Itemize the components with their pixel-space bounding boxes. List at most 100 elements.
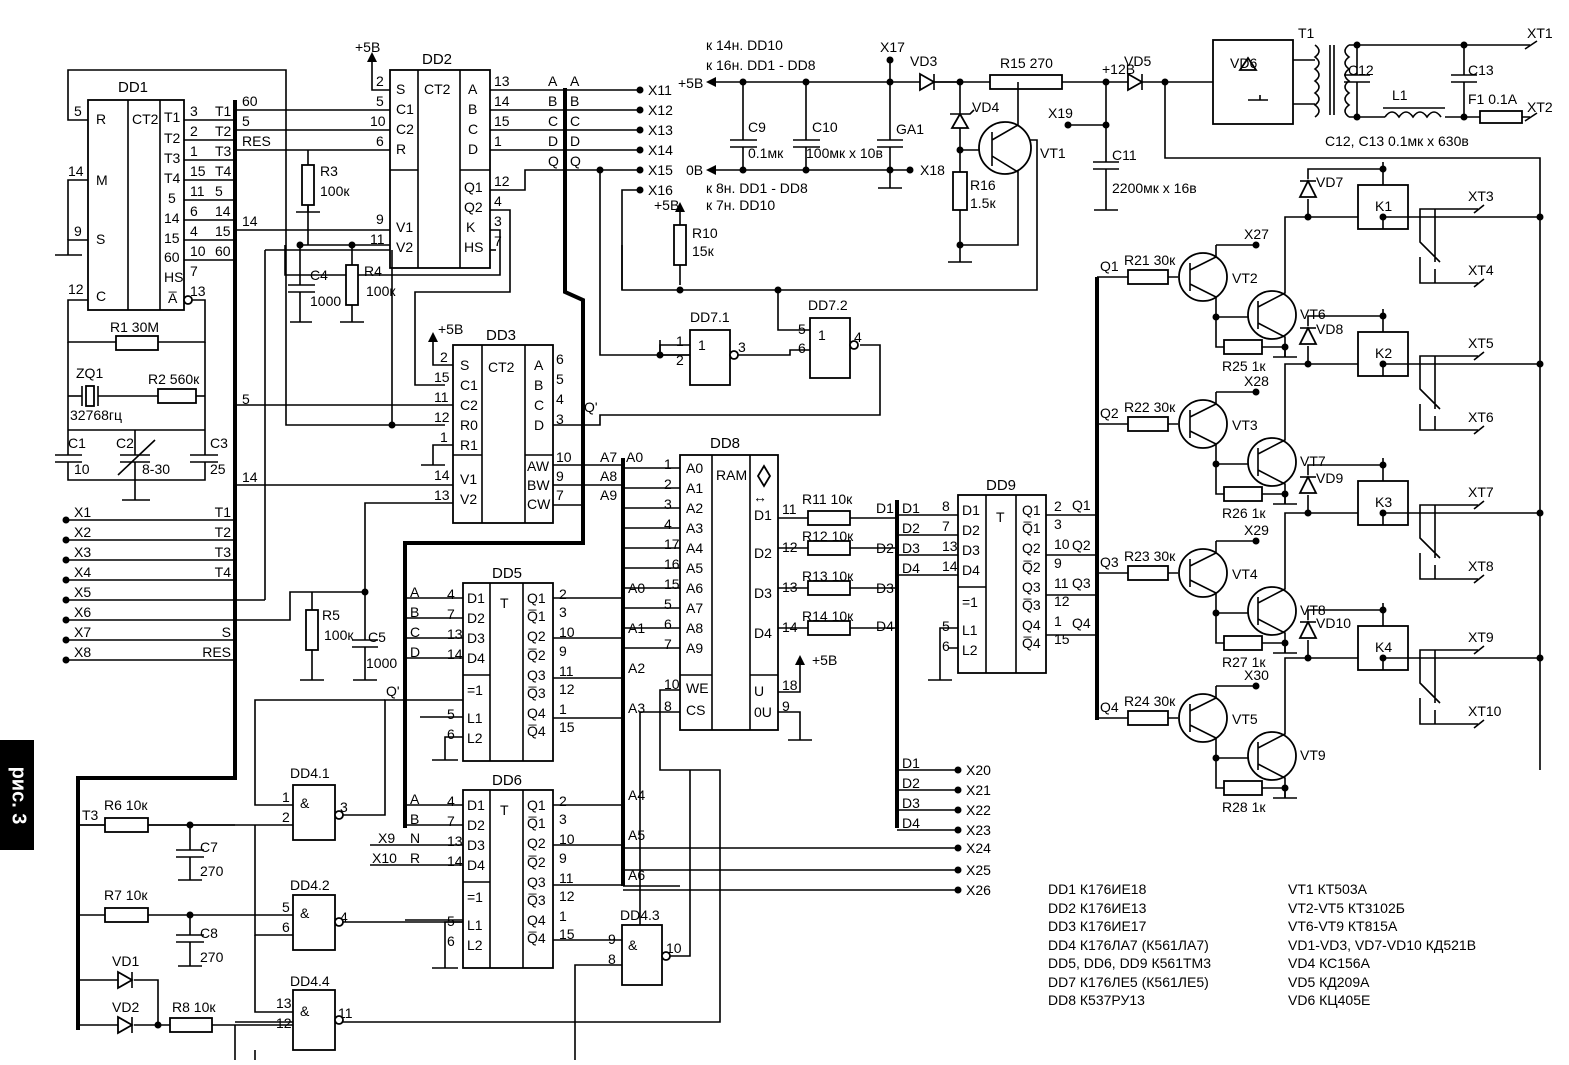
dd6-in-a: A <box>410 791 420 807</box>
ram-5v: +5В <box>812 652 837 668</box>
figure-label-tab: рис. 3 <box>0 740 34 850</box>
dd2-rp4: 12 <box>494 173 510 189</box>
bus-b-l: B <box>548 93 557 109</box>
c2-label: C2 <box>116 435 134 451</box>
dd8-in-4: A4 <box>686 540 703 556</box>
dd9-out-3: Q̅2 <box>1022 559 1041 575</box>
k2-label: K2 <box>1375 345 1392 361</box>
vt1-label: VT1 <box>1040 145 1066 161</box>
t3-in: T3 <box>82 807 99 823</box>
vd10-label: VD10 <box>1316 615 1351 631</box>
dd8-inpin-5: 16 <box>664 556 680 572</box>
dd1-bus-labels: 60 5 RES 14 5 14 T1 T2 T3 T4 5 14 15 60 <box>215 93 271 485</box>
lbl-14a: 14 <box>242 213 258 229</box>
c1-value: 10 <box>74 461 90 477</box>
dd5-in-6: L2 <box>467 730 483 746</box>
x24-terminal: X24 <box>966 840 991 856</box>
bus-d-l: D <box>548 133 558 149</box>
dd3-r1: B <box>534 377 543 393</box>
r12-resistor <box>807 540 851 556</box>
dd6-outpin-6: 1 <box>559 908 567 924</box>
dd9-out-1: Q̅1 <box>1022 520 1041 536</box>
dd71-title: DD7.1 <box>690 309 730 325</box>
dd5-inpin-6: 6 <box>447 726 455 742</box>
x11-terminal: X11 <box>648 82 672 98</box>
x14-terminal: X14 <box>648 142 673 158</box>
dd2-type: CT2 <box>424 81 451 97</box>
c4-value: 1000 <box>310 293 341 309</box>
gates-dd4: DD4.1 & 1 2 3 R6 10к T3 C7 270 DD4.2 & 5… <box>78 699 691 1060</box>
vd3-label: VD3 <box>910 53 937 69</box>
dd8-inpin-6: 15 <box>664 576 680 592</box>
c2-value: 8-30 <box>142 461 170 477</box>
q4-label: Q4 <box>1100 699 1119 715</box>
legend-semi-2: VT2-VT5 КТ3102Б <box>1288 899 1405 916</box>
lbl-t4: T4 <box>215 163 232 179</box>
dd6-in-2: D3 <box>467 837 485 853</box>
dd3-r0: A <box>534 357 544 373</box>
dd6-a4: A4 <box>628 787 645 803</box>
c10-label: C10 <box>812 119 838 135</box>
vt5-transistor <box>1178 693 1228 743</box>
r13-label: R13 10к <box>802 568 854 584</box>
dd2-r3: D <box>468 141 478 157</box>
dd6-outpin-7: 15 <box>559 926 575 942</box>
vd3-diode <box>919 72 936 92</box>
d1-r: D1 <box>902 500 920 516</box>
r5-resistor <box>305 609 319 651</box>
dd42-sym: & <box>300 905 310 921</box>
dd1-pn-2: 1 <box>190 143 198 159</box>
r6-label: R6 10к <box>104 797 148 813</box>
plus5v-rail: +5В <box>678 75 703 91</box>
bus-a8: A8 <box>600 468 617 484</box>
dd5-in-1: D2 <box>467 610 485 626</box>
legend-semi-4: VD1-VD3, VD7-VD10 КД521В <box>1288 936 1477 953</box>
r16-label: R16 <box>970 177 996 193</box>
dd3-title: DD3 <box>486 327 516 344</box>
input-terminal-dot <box>62 556 70 564</box>
xt9-terminal: XT9 <box>1468 629 1494 645</box>
dd3-l0: S <box>460 357 469 373</box>
dd43-p8: 8 <box>608 951 616 967</box>
r10-value: 15к <box>692 243 715 259</box>
vt9-transistor <box>1247 731 1297 781</box>
dd3-lp3: 12 <box>434 409 450 425</box>
dd8-title: DD8 <box>710 435 740 452</box>
lbl-14c: 14 <box>215 203 231 219</box>
vt4-transistor <box>1178 548 1228 598</box>
dd2-rp2: 15 <box>494 113 510 129</box>
c10-value: 100мк х 10в <box>806 145 883 161</box>
k4-label: K4 <box>1375 639 1392 655</box>
c8-label: C8 <box>200 925 218 941</box>
c9-label: C9 <box>748 119 766 135</box>
xt2-terminal: XT2 <box>1527 99 1553 115</box>
dd2-r2: C <box>468 121 478 137</box>
zq1-crystal <box>85 385 95 407</box>
dd8-in-1: A1 <box>686 480 703 496</box>
dd44-title: DD4.4 <box>290 973 330 989</box>
dd6-in-0: D1 <box>467 797 485 813</box>
dd9-out-4: Q3 <box>1022 579 1041 595</box>
dd9-out-7: Q̅4 <box>1022 635 1041 651</box>
dd72-p6: 6 <box>798 340 806 356</box>
dd2-r0: A <box>468 81 478 97</box>
dd8-in-3: A3 <box>686 520 703 536</box>
dd5-in-3: D4 <box>467 650 485 666</box>
dd6-out-1: Q̅1 <box>527 815 546 831</box>
r6-resistor <box>104 817 149 833</box>
r24-label: R24 30к <box>1124 693 1176 709</box>
dd5-out-5: Q̅3 <box>527 685 546 701</box>
dd8-out-0: D1 <box>754 507 772 523</box>
dd42-p5: 5 <box>282 899 290 915</box>
dd9-outpin-1: 3 <box>1054 516 1062 532</box>
legend-semis: VT1 КТ503А VT2-VT5 КТ3102Б VT6-VT9 КТ815… <box>1288 880 1476 1010</box>
dd5-in-0: D1 <box>467 590 485 606</box>
dd72-p5: 5 <box>798 321 806 337</box>
dd2-l5: V2 <box>396 239 413 255</box>
dd1-lpn-1: 14 <box>68 163 84 179</box>
dd2-title: DD2 <box>422 51 452 68</box>
c11-label: C11 <box>1112 147 1137 163</box>
r15-resistor <box>989 74 1063 90</box>
